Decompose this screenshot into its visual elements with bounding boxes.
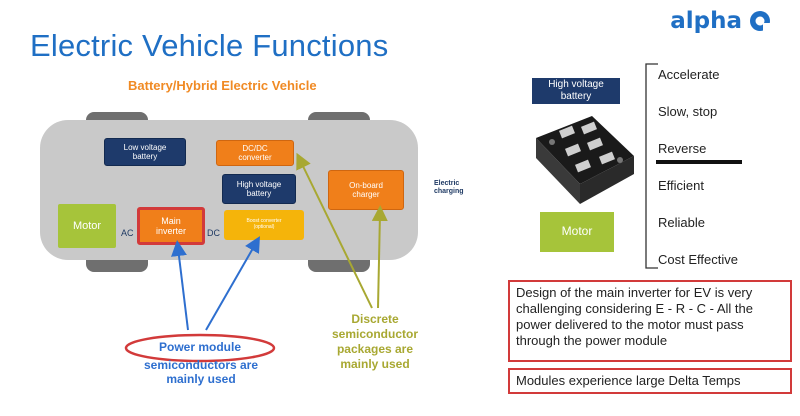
dc-label: DC	[207, 228, 220, 238]
slide-title: Electric Vehicle Functions	[30, 28, 389, 63]
semiconductors-callout: semiconductors are mainly used	[143, 358, 259, 387]
main-inverter-block: Main inverter	[137, 207, 205, 245]
onboard-charger-block: On-board charger	[328, 170, 404, 210]
right-motor-block: Motor	[540, 212, 614, 252]
motor-block: Motor	[58, 204, 116, 248]
reverse-divider	[656, 160, 742, 164]
company-logo: alpha	[670, 8, 772, 34]
discrete-packages-callout: Discrete semiconductor packages are main…	[331, 312, 418, 371]
high-voltage-battery-block: High voltage battery	[222, 174, 296, 204]
discrete-arrow-1	[296, 152, 373, 309]
design-note-box: Design of the main inverter for EV is ve…	[508, 280, 792, 362]
power-module-arrow-2	[205, 236, 260, 331]
logo-text: alpha	[670, 8, 742, 34]
slide-subtitle: Battery/Hybrid Electric Vehicle	[128, 78, 317, 93]
function-efficient: Efficient	[658, 178, 705, 193]
hv-battery-block: High voltage battery	[532, 78, 620, 104]
function-reliable: Reliable	[658, 215, 705, 230]
low-voltage-battery-block: Low voltage battery	[104, 138, 186, 166]
discrete-arrow-2	[371, 205, 388, 309]
power-module-callout: Power module	[158, 340, 241, 354]
power-module-arrow-1	[171, 240, 189, 331]
electric-charging-label: Electric charging	[434, 180, 464, 196]
power-module-image	[536, 116, 634, 204]
function-cost-effective: Cost Effective	[658, 252, 738, 267]
ac-label: AC	[121, 228, 134, 238]
modules-note-box: Modules experience large Delta Temps	[508, 368, 792, 394]
power-module-ellipse	[124, 333, 276, 363]
function-accelerate: Accelerate	[658, 67, 720, 82]
alpha-logo-icon	[750, 11, 772, 33]
dcdc-converter-block: DC/DC converter	[216, 140, 294, 166]
boost-converter-block: Boost converter (optional)	[224, 210, 304, 240]
function-slow-stop: Slow, stop	[658, 104, 718, 119]
functions-bracket	[645, 63, 658, 269]
function-reverse: Reverse	[658, 141, 707, 156]
